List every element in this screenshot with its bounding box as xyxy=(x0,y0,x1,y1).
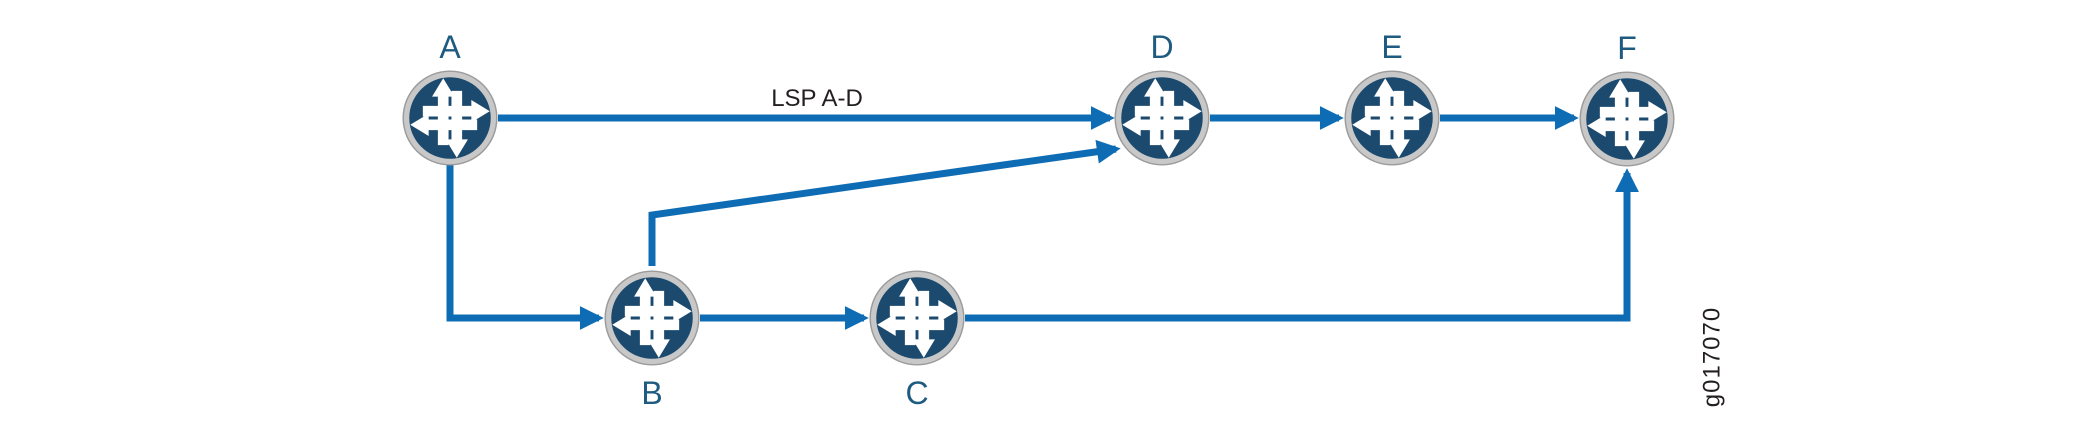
router-node-C: C xyxy=(869,270,965,411)
figure-id-watermark: g017070 xyxy=(1699,307,1726,407)
link-labels-layer: LSP A-D xyxy=(771,85,863,112)
node-label-B: B xyxy=(641,375,662,411)
link-C-to-F xyxy=(965,168,1639,322)
juniper-router-icon xyxy=(869,270,965,366)
router-node-F: F xyxy=(1579,30,1675,167)
node-label-C: C xyxy=(905,375,928,411)
router-node-E: E xyxy=(1344,29,1440,166)
router-node-A: A xyxy=(402,29,498,166)
node-label-A: A xyxy=(439,29,461,65)
router-node-D: D xyxy=(1114,29,1210,166)
link-B-to-D xyxy=(648,139,1121,266)
node-label-D: D xyxy=(1150,29,1173,65)
juniper-router-icon xyxy=(1579,71,1675,167)
routers-layer: A B C D E F xyxy=(402,29,1675,411)
juniper-router-icon xyxy=(1114,70,1210,166)
juniper-router-icon xyxy=(1344,70,1440,166)
lsp-path-label: LSP A-D xyxy=(771,85,863,112)
link-A-to-B xyxy=(446,164,604,330)
juniper-router-icon xyxy=(604,270,700,366)
juniper-router-icon xyxy=(402,70,498,166)
node-label-E: E xyxy=(1381,29,1402,65)
router-node-B: B xyxy=(604,270,700,411)
node-label-F: F xyxy=(1617,30,1637,66)
links-layer xyxy=(446,106,1639,330)
